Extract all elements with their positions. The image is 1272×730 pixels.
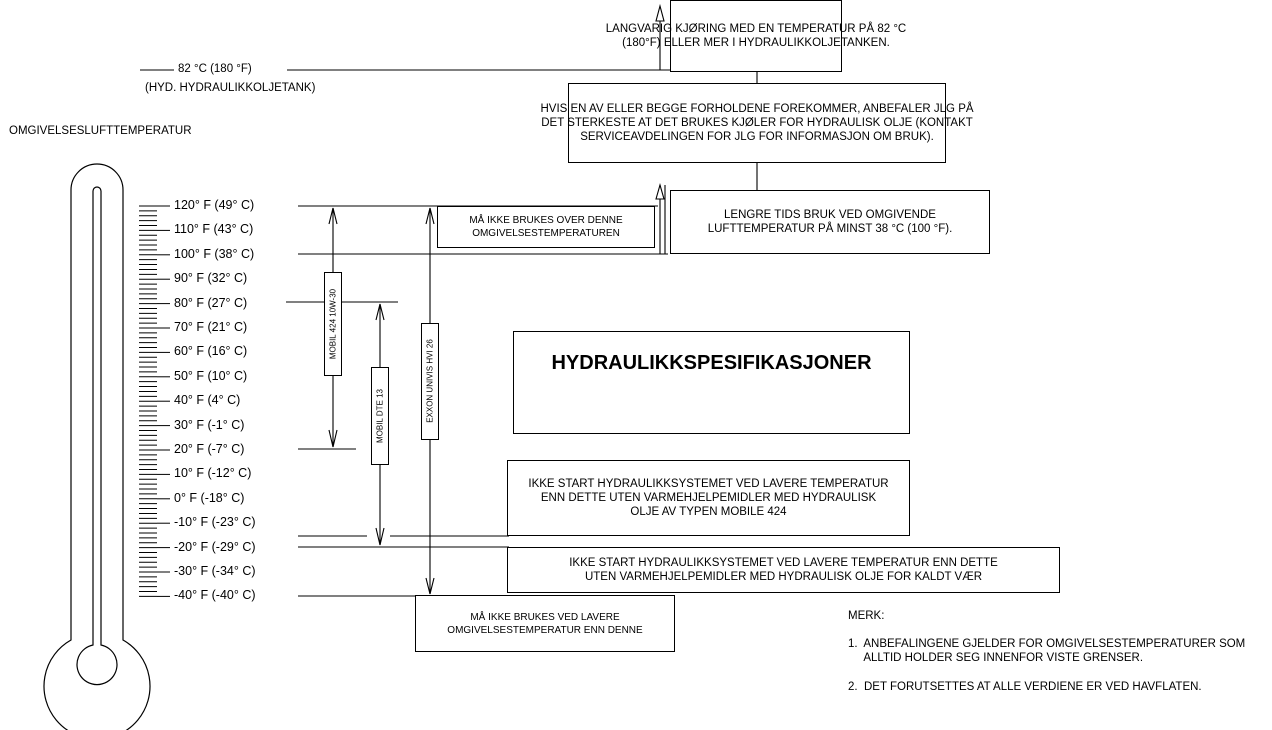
title-box: HYDRAULIKKSPESIFIKASJONER [513,331,910,434]
ambient-text: LENGRE TIDS BRUK VED OMGIVENDE LUFTTEMPE… [707,209,953,235]
advice-box: HVIS EN AV ELLER BEGGE FORHOLDENE FOREKO… [540,83,974,163]
scale-label: 10° F (-12° C) [174,466,252,481]
no-start-424-text: IKKE START HYDRAULIKKSYSTEMET VED LAVERE… [528,478,889,518]
notes-heading: MERK: [848,610,885,622]
no-start-424-box: IKKE START HYDRAULIKKSYSTEMET VED LAVERE… [507,460,910,536]
scale-label: 100° F (38° C) [174,246,255,261]
not-below-box: MÅ IKKE BRUKES VED LAVERE OMGIVELSESTEMP… [415,595,675,652]
no-start-cold-box: IKKE START HYDRAULIKKSYSTEMET VED LAVERE… [507,547,1060,593]
not-below-text: MÅ IKKE BRUKES VED LAVERE OMGIVELSESTEMP… [447,611,643,636]
hyd-temp-value: 82 °C (180 °F) [178,63,252,75]
thermometer-inner [76,186,118,686]
page-title: HYDRAULIKKSPESIFIKASJONER [551,352,872,374]
scale-label: -20° F (-29° C) [174,539,256,554]
thermometer-outer [43,163,151,730]
top-warning-box: LANGVARIG KJØRING MED EN TEMPERATUR PÅ 8… [606,0,906,72]
scale-label: 0° F (-18° C) [174,490,245,505]
scale-label: -10° F (-23° C) [174,515,256,530]
hyd-temp-sub: (HYD. HYDRAULIKKOLJETANK) [145,82,316,94]
scale-label: 50° F (10° C) [174,368,248,383]
not-above-text: MÅ IKKE BRUKES OVER DENNE OMGIVELSESTEMP… [469,215,623,239]
top-warning-text: LANGVARIG KJØRING MED EN TEMPERATUR PÅ 8… [605,23,907,49]
scale-label: 110° F (43° C) [174,222,254,237]
note-2: 2. DET FORUTSETTES AT ALLE VERDIENE ER V… [848,681,1202,693]
mobil-dte13-box [371,367,389,465]
mobil-424-label: MOBIL 424 10W-30 [328,288,338,360]
mobil-424-box [324,272,342,376]
ambient-box: LENGRE TIDS BRUK VED OMGIVENDE LUFTTEMPE… [670,190,990,254]
ambient-heading: OMGIVELSESLUFTTEMPERATUR [9,125,192,137]
mobil-dte13-label: MOBIL DTE 13 [375,389,385,443]
scale-label: 40° F (4° C) [174,393,241,408]
no-start-cold-text: IKKE START HYDRAULIKKSYSTEMET VED LAVERE… [569,557,998,583]
exxon-label: EXXON UNIVIS HVI 26 [425,339,435,423]
scale-label: 80° F (27° C) [174,295,248,310]
scale-label: -30° F (-34° C) [174,564,256,578]
scale-label: 20° F (-7° C) [174,442,245,456]
scale-label: 90° F (32° C) [174,271,248,286]
exxon-box [421,323,439,440]
note-1: 1. ANBEFALINGENE GJELDER FOR OMGIVELSEST… [848,638,1246,664]
scale-label: 120° F (49° C) [174,198,255,212]
advice-text: HVIS EN AV ELLER BEGGE FORHOLDENE FOREKO… [540,103,974,143]
scale-label: 30° F (-1° C) [174,417,245,432]
scale-label: 70° F (21° C) [174,320,248,334]
scale-label: 60° F (16° C) [174,344,248,359]
scale-label: -40° F (-40° C) [174,588,256,603]
not-above-box: MÅ IKKE BRUKES OVER DENNE OMGIVELSESTEMP… [437,206,655,248]
